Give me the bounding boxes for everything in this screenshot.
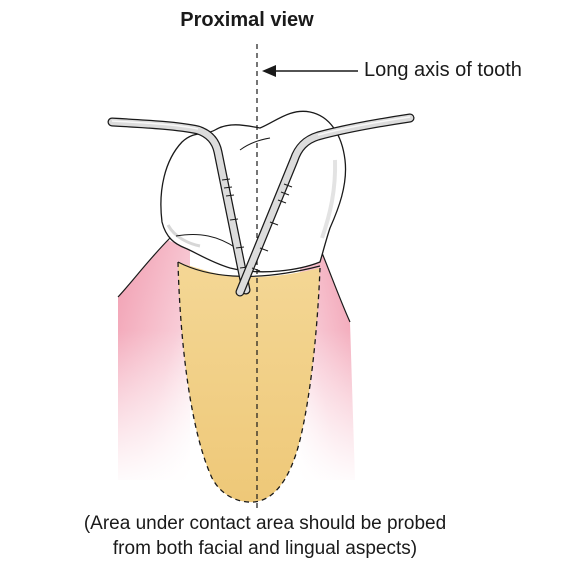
- caption-line-1: (Area under contact area should be probe…: [0, 512, 530, 536]
- long-axis-label: Long axis of tooth: [364, 59, 522, 82]
- axis-arrow: [262, 65, 358, 77]
- diagram-title: Proximal view: [0, 9, 494, 32]
- caption-line-2: from both facial and lingual aspects): [0, 537, 530, 561]
